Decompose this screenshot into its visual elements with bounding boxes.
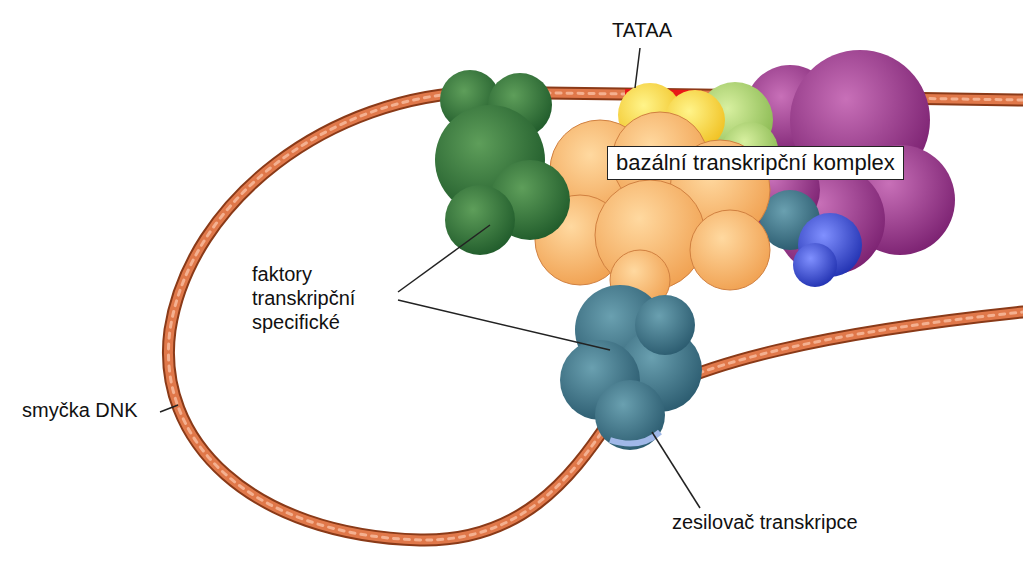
protein-activator bbox=[560, 285, 702, 450]
callout-label: zesilovač transkripce bbox=[672, 510, 858, 534]
protein-orange bbox=[535, 112, 770, 310]
protein-blue bbox=[760, 190, 862, 287]
protein-green bbox=[435, 70, 570, 255]
leader-lines bbox=[160, 48, 700, 508]
box-text: bazální transkripční komplex bbox=[616, 150, 895, 176]
callout-label: smyčka DNK bbox=[22, 398, 138, 422]
callout-label: faktory transkripční specifické bbox=[252, 262, 392, 334]
callout-label: TATAA bbox=[612, 18, 672, 42]
label-box: bazální transkripční komplex bbox=[607, 146, 904, 180]
dna-rope bbox=[168, 92, 1023, 540]
